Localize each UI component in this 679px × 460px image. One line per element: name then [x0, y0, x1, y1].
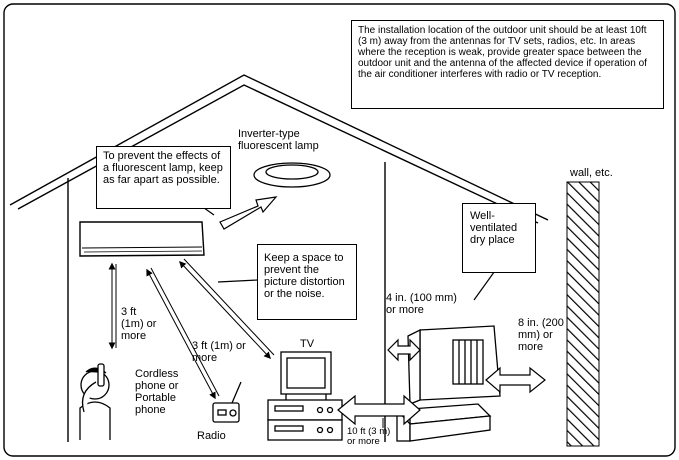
dim-arrow-tv — [179, 260, 271, 360]
arrow-tv-outdoor — [337, 394, 421, 426]
fluorescent-note: To prevent the effects of a fluorescent … — [96, 146, 231, 209]
place-note-text: Well-ventilated dry place — [470, 210, 518, 246]
phone-label: Cordless phone or Portable phone — [135, 368, 179, 416]
space-note-text: Keep a space to prevent the picture dist… — [264, 252, 345, 300]
outdoor-unit-icon — [395, 325, 501, 442]
fluorescent-note-text: To prevent the effects of a fluorescent … — [103, 150, 223, 186]
callout-space-pointer — [217, 279, 259, 283]
indoor-unit — [79, 221, 205, 257]
radio-icon — [212, 381, 242, 423]
frame — [3, 3, 676, 457]
arrow-front — [387, 338, 421, 362]
wall-hatch — [566, 181, 600, 447]
dist-radio-label: 3 ft (1m) or more — [192, 340, 246, 364]
installation-note-text: The installation location of the outdoor… — [358, 25, 647, 80]
lamp-label: Inverter-type fluorescent lamp — [238, 128, 319, 152]
dist-wall-label: 8 in. (200 mm) or more — [518, 317, 564, 353]
radio-label: Radio — [197, 430, 226, 442]
dist-phone-label: 3 ft (1m) or more — [121, 306, 157, 342]
space-note: Keep a space to prevent the picture dist… — [257, 244, 357, 320]
wall-label: wall, etc. — [570, 167, 613, 179]
person-icon — [79, 363, 111, 440]
house — [9, 74, 549, 442]
dist-front-label: 4 in. (100 mm) or more — [386, 292, 457, 316]
place-note: Well-ventilated dry place — [462, 203, 536, 273]
installation-note: The installation location of the outdoor… — [351, 20, 664, 109]
arrow-wall — [485, 366, 546, 394]
lamp-icon — [253, 162, 331, 188]
callout-place-pointer — [473, 267, 498, 301]
arrow-to-lamp — [219, 196, 278, 230]
dist-outdoor-tv-label: 10 ft (3 m) or more — [347, 426, 391, 447]
tv-icon — [267, 351, 343, 441]
tv-label: TV — [300, 338, 315, 350]
